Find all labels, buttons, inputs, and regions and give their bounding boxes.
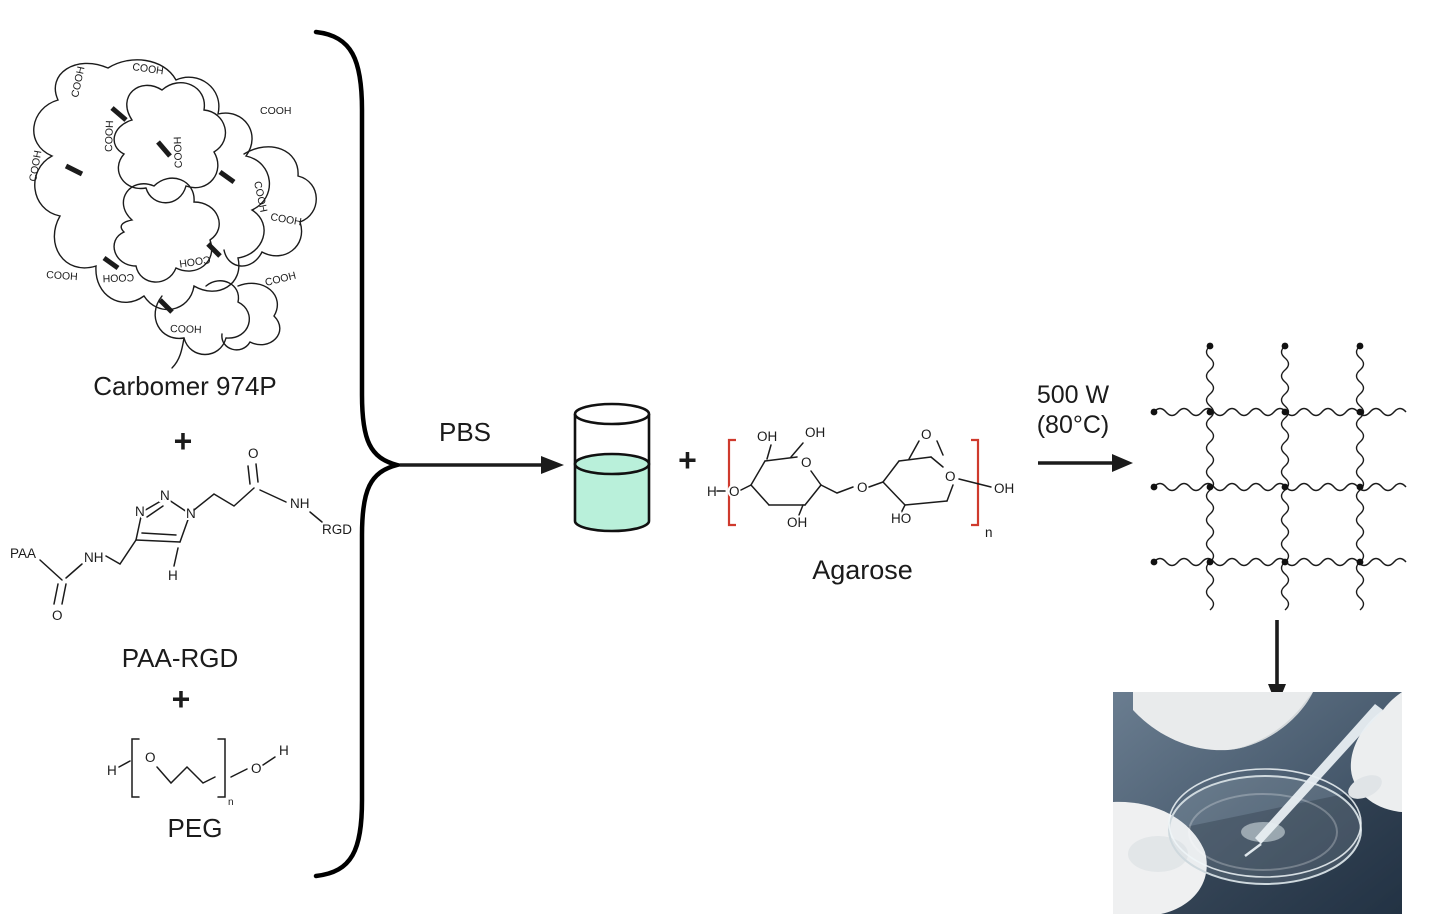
- agarose-bracket-right: [971, 438, 980, 527]
- polymer-chain-loops: [33, 59, 317, 369]
- atom-o-right: O: [251, 761, 262, 776]
- cooh-label: COOH: [260, 105, 292, 117]
- atom-h-left: H: [107, 763, 117, 778]
- grouping-brace: [313, 29, 406, 879]
- cooh-label: COOH: [132, 61, 165, 77]
- peg-name-label: PEG: [167, 813, 223, 843]
- cooh-label: COOH: [27, 149, 44, 182]
- heating-arrow: [1038, 454, 1133, 472]
- plus-sign-2: +: [171, 681, 191, 717]
- atom-o-carbonyl-left: O: [52, 608, 63, 623]
- crosslink-ticks: [64, 106, 236, 314]
- plus-sign-mixture: +: [678, 442, 697, 478]
- atom-rgd: RGD: [322, 522, 352, 537]
- atom-nh-right: NH: [290, 496, 310, 511]
- glove-right-thumb: [1348, 775, 1382, 799]
- cooh-label: COOH: [102, 271, 134, 284]
- cooh-label: COOH: [46, 269, 78, 283]
- pipette-icon: [1255, 704, 1383, 844]
- atom-paa: PAA: [10, 546, 36, 561]
- peg-structure: H O n O H: [107, 738, 289, 808]
- atom-anhydro-o: O: [921, 427, 932, 442]
- galactose-ring: O OH OH OH: [750, 423, 827, 532]
- cooh-label: COOH: [178, 253, 211, 269]
- carbomer-name-label: Carbomer 974P: [93, 371, 277, 401]
- atom-ring-o-left: O: [801, 455, 812, 470]
- atom-n-ring-1: N: [186, 506, 196, 521]
- anhydrogalactose-ring: O O HO OH: [882, 425, 1016, 528]
- paa-rgd-structure: PAA O NH N N N H O NH RGD: [10, 444, 352, 625]
- beaker-liquid: [573, 452, 651, 531]
- atom-ho-bottom: HO: [891, 511, 911, 526]
- cooh-label: COOH: [269, 211, 302, 228]
- atom-h-right: H: [279, 743, 289, 758]
- agarose-structure: n H O O OH OH OH O O: [707, 423, 1016, 540]
- cooh-label: COOH: [170, 323, 202, 336]
- pbs-label: PBS: [438, 417, 492, 447]
- result-photo: [1113, 692, 1402, 914]
- beaker: [573, 402, 651, 533]
- cooh-label: COOH: [69, 65, 87, 98]
- atom-oh-bottom-left: OH: [787, 515, 807, 530]
- plus-sign-1: +: [173, 423, 193, 459]
- pipette-tip: [1244, 843, 1262, 857]
- atom-oh-right: OH: [994, 481, 1014, 496]
- network-junction-dots: [1150, 342, 1364, 566]
- atom-n-ring-2: N: [160, 488, 170, 503]
- peg-bracket-left: [131, 738, 140, 798]
- atom-o-carbonyl-right: O: [248, 446, 259, 461]
- atom-n-ring-3: N: [135, 504, 145, 519]
- cooh-label: COOH: [264, 270, 297, 289]
- polymer-network: [1150, 342, 1407, 611]
- temperature-label: (80°C): [1036, 411, 1110, 439]
- paa-rgd-name-label: PAA-RGD: [121, 643, 239, 673]
- power-label: 500 W: [1036, 381, 1110, 409]
- atom-ring-o-right: O: [945, 469, 956, 484]
- carbomer-structure: COOH COOH COOH COOH COOH COOH COOH COOH …: [27, 59, 317, 369]
- atom-o-left: O: [729, 484, 740, 499]
- atom-oh-top-mid: OH: [805, 425, 825, 440]
- atom-nh-left: NH: [84, 550, 104, 565]
- agarose-subscript-n: n: [985, 525, 993, 540]
- atom-oh-top-left: OH: [757, 429, 777, 444]
- pbs-arrow: [400, 456, 564, 474]
- atom-glycosidic-o: O: [857, 480, 868, 495]
- peg-bracket-right: [217, 738, 226, 798]
- triazole-ring: N N N H: [133, 486, 198, 583]
- agarose-bracket-left: [727, 438, 736, 527]
- network-chains: [1153, 345, 1407, 611]
- cooh-label: COOH: [172, 136, 185, 168]
- agarose-name-label: Agarose: [812, 555, 913, 585]
- cooh-label: COOH: [103, 120, 116, 152]
- cooh-labels: COOH COOH COOH COOH COOH COOH COOH COOH …: [27, 61, 302, 336]
- atom-h-ring: H: [168, 568, 178, 583]
- beaker-glass-outline: [573, 402, 651, 533]
- atom-o-left: O: [145, 750, 156, 765]
- peg-subscript-n: n: [228, 797, 234, 808]
- atom-h-left: H: [707, 484, 717, 499]
